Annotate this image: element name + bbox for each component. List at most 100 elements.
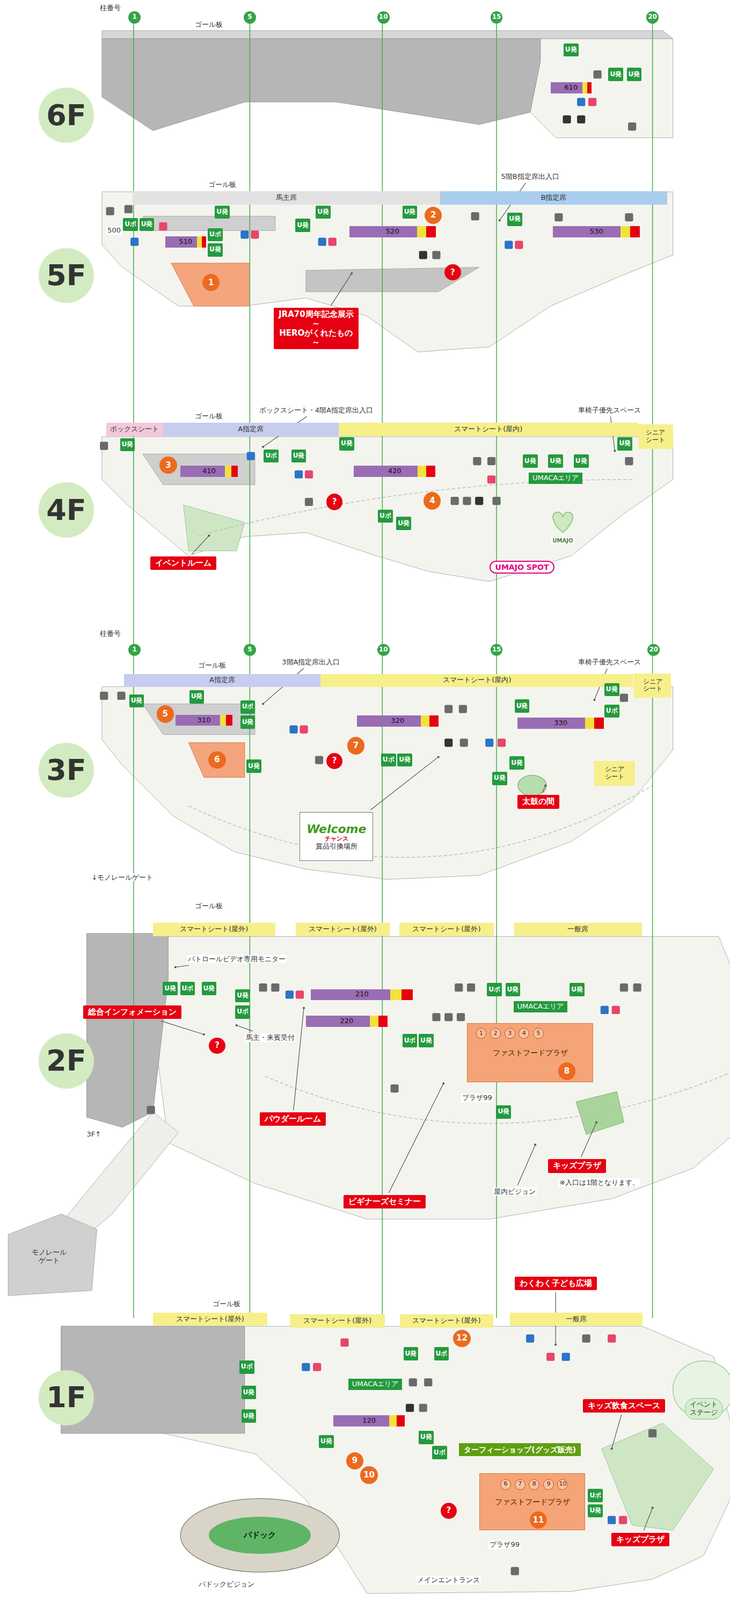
node-text: シニア シート <box>604 765 625 781</box>
node-text: 5F <box>46 258 86 292</box>
facility-icon <box>318 237 327 246</box>
facility-icon <box>562 115 571 124</box>
leader-dot <box>554 1342 557 1345</box>
facility-icon <box>471 212 480 221</box>
node-label: U発 <box>606 685 618 693</box>
floor-6f <box>530 38 674 138</box>
node-text: U発 <box>493 774 506 782</box>
machine-box: U発 <box>418 1429 434 1444</box>
callout-number: 11 <box>529 1510 547 1528</box>
node-text: 7 <box>517 1479 522 1487</box>
node-label: 8 <box>532 1479 537 1487</box>
node-text: イベントルーム <box>155 558 212 568</box>
node-label: U発 <box>320 1436 333 1445</box>
machine-box: U発 <box>207 243 223 257</box>
node-label: U発 <box>420 1036 433 1045</box>
node-text: 510 <box>178 237 193 246</box>
seat-band: スマートシート(屋外) <box>152 922 276 936</box>
leader-dot <box>442 1081 445 1084</box>
pillar-number: 15 <box>490 643 503 656</box>
roof-edge <box>101 30 674 39</box>
machine-box: U発 <box>403 1346 419 1360</box>
facility-icon <box>504 240 513 249</box>
node-label: Uポ <box>435 1349 448 1357</box>
node-label: ターフィーショップ(グッズ販売) <box>463 1444 576 1454</box>
machine-box: Uポ <box>240 699 256 714</box>
node-text: Uポ <box>241 1362 253 1370</box>
node-label: スマートシート(屋外) <box>176 1314 245 1323</box>
node-label: U発 <box>203 984 216 992</box>
node-label: JRA70周年記念展示 ～HEROがくれたもの～ <box>278 309 354 347</box>
facility-icon <box>624 456 633 465</box>
node-label: U発 <box>589 1506 602 1514</box>
paddock: パドック <box>208 1515 311 1553</box>
node-label: Uポ <box>236 1007 249 1016</box>
node-label: 9 <box>352 1455 358 1465</box>
area-label: UMACAエリア <box>348 1377 403 1390</box>
node-label: 6F <box>46 98 86 133</box>
leader-line <box>191 535 209 554</box>
callout-number: 9 <box>346 1451 364 1469</box>
machine-box: U発 <box>509 755 525 770</box>
machine-box: U発 <box>246 758 262 773</box>
facility-icon <box>444 1012 453 1021</box>
pillar-number: 1 <box>128 643 141 656</box>
node-label: U発 <box>571 985 583 994</box>
node-label: ? <box>332 755 338 765</box>
kids-plaza-area <box>575 1090 624 1134</box>
node-text: 5 <box>162 709 168 719</box>
callout-number: 7 <box>347 736 365 754</box>
node-label: パウダールーム <box>264 1113 321 1123</box>
node-label: Uポ <box>379 512 392 520</box>
node-label: 220 <box>339 1016 354 1025</box>
facility-icon <box>554 213 563 222</box>
floor-2f <box>152 936 730 1219</box>
node-label: 210 <box>355 989 369 998</box>
node-text: B指定席 <box>540 193 567 202</box>
node-text: U発 <box>420 1432 433 1441</box>
map-label: ゴール板 <box>211 1298 242 1308</box>
node-text: Uポ <box>124 220 137 229</box>
facility-label: ビギナーズセミナー <box>343 1194 426 1208</box>
facility-icon <box>462 496 471 505</box>
facility-icon <box>258 982 267 991</box>
map-label: 柱番号 <box>98 3 122 13</box>
machine-box: U発 <box>522 454 538 468</box>
machine-box: Uポ <box>263 449 279 463</box>
floor-label: 4F <box>38 482 94 538</box>
node-label: ? <box>446 1505 451 1515</box>
facility-icon <box>497 738 506 747</box>
stand-2f <box>86 932 169 1127</box>
node-label: UMACAエリア <box>517 1002 564 1011</box>
leader-line <box>330 273 352 306</box>
node-text: 2F <box>46 1043 86 1077</box>
node-label: 4 <box>522 1029 527 1037</box>
node-text: U発 <box>320 1436 333 1445</box>
facility-label: キッズプラザ <box>548 1158 607 1172</box>
node-text: Uポ <box>209 230 222 239</box>
facility-icon <box>130 237 139 246</box>
node-text: UMAJO SPOT <box>495 562 550 572</box>
facility-icon <box>315 755 324 764</box>
leader-line <box>580 1121 597 1157</box>
node-text: 1F <box>46 1380 86 1414</box>
node-text: 一般席 <box>565 1314 587 1323</box>
machine-box: U発 <box>495 1104 511 1119</box>
leader-dot <box>261 702 265 705</box>
callout-number: 4 <box>423 491 441 509</box>
machine-box: U発 <box>505 982 521 996</box>
node-text: UMACAエリア <box>517 1002 564 1011</box>
node-label: 4 <box>429 495 435 506</box>
pillar-line <box>249 23 251 1318</box>
map-label: 車椅子優先スペース <box>577 657 642 667</box>
machine-box: U発 <box>626 67 642 82</box>
node-label: 120 <box>362 1415 376 1425</box>
machine-box: U発 <box>129 694 145 708</box>
leader-dot <box>202 1032 206 1035</box>
node-text: 9 <box>352 1455 358 1465</box>
walkway-line <box>188 785 653 858</box>
node-label: 10 <box>363 1469 375 1479</box>
floor-label: 1F <box>38 1369 94 1425</box>
node-label: 10 <box>558 1479 567 1487</box>
facility-icon <box>246 451 255 460</box>
